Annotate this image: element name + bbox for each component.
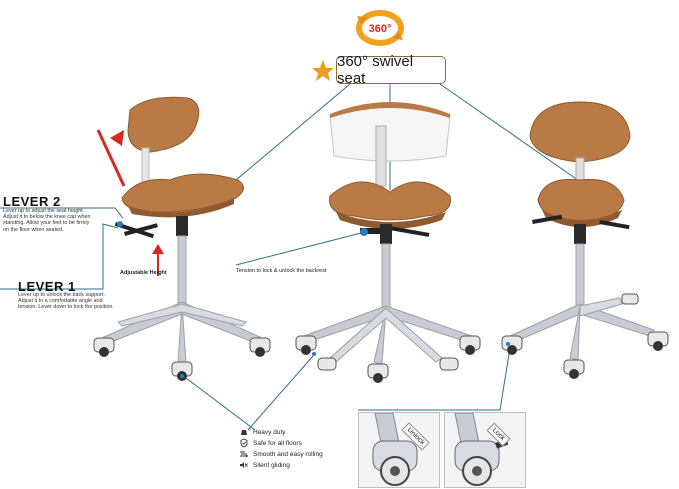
feature-item: Heavy duty bbox=[240, 428, 360, 436]
lever1-description: Lever up to unlock the back support. Adj… bbox=[18, 292, 128, 311]
lever1-desc-line: Lever up to unlock the back support. bbox=[18, 292, 105, 298]
feature-label: Heavy duty bbox=[253, 428, 286, 436]
feature-label: Silent gliding bbox=[253, 461, 290, 469]
lever2-description: Lever up to adjust the seat height. Adju… bbox=[3, 208, 107, 233]
caster-lock-inset: Lock bbox=[444, 412, 526, 488]
shield-check-icon bbox=[240, 438, 248, 448]
adjustable-height-label: Adjustable Height bbox=[120, 270, 167, 276]
lever1-title: LEVER 1 bbox=[18, 279, 76, 294]
swivel-seat-label: 360° swivel seat bbox=[336, 53, 446, 87]
feature-label: Safe for all floors bbox=[253, 439, 302, 447]
right-chair-front-view bbox=[501, 101, 669, 379]
center-chair-back-view bbox=[295, 102, 481, 383]
feature-label: Smooth and easy rolling bbox=[253, 450, 323, 458]
lever2-desc-line: Adjust it to below the knee cap when bbox=[3, 214, 91, 221]
roll-lines-icon bbox=[240, 451, 248, 458]
rotation-360-icon: 360° bbox=[356, 10, 404, 46]
star-icon bbox=[312, 60, 334, 81]
speaker-off-icon bbox=[240, 462, 248, 468]
caster-unlocked-illustration bbox=[372, 413, 418, 486]
lever1-desc-line: tension. Lever down to lock the position… bbox=[18, 304, 114, 311]
lever1-desc-line: Adjust it to a comfortable angle and bbox=[18, 298, 103, 305]
left-chair-side-view bbox=[93, 96, 271, 381]
tension-label: Tension to lock & unlock the backrest bbox=[236, 268, 327, 274]
feature-item: Smooth and easy rolling bbox=[240, 450, 360, 458]
feature-item: Safe for all floors bbox=[240, 438, 360, 448]
rotation-badge-text: 360° bbox=[369, 23, 392, 35]
caster-locked-illustration bbox=[454, 413, 509, 486]
caster-unlock-inset: Unlock bbox=[358, 412, 440, 488]
feature-item: Silent gliding bbox=[240, 461, 360, 469]
lever2-desc-line: Lever up to adjust the seat height. bbox=[3, 208, 85, 214]
lever2-desc-line: on the floor when seated. bbox=[3, 226, 64, 233]
lever2-desc-line: standing. Allow your feet to be firmly bbox=[3, 220, 90, 227]
shield-weight-icon bbox=[241, 430, 247, 435]
lever2-title: LEVER 2 bbox=[3, 194, 61, 209]
